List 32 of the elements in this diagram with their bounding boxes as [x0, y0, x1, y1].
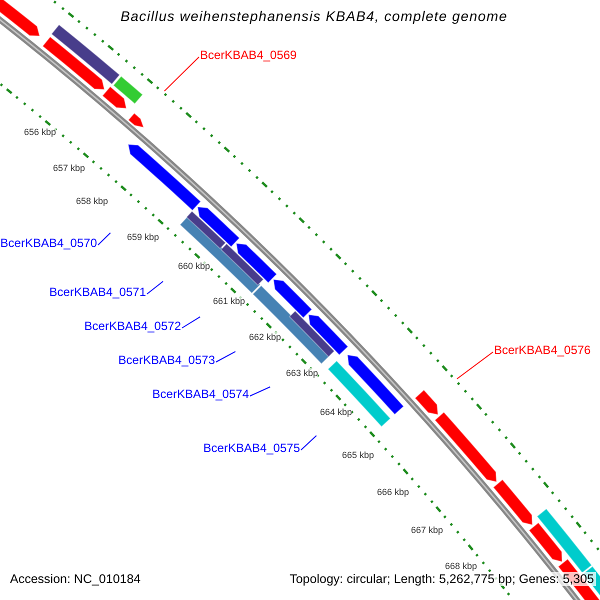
leader-line: [216, 351, 236, 362]
scale-label: 658 kbp: [76, 196, 108, 206]
leader-line: [146, 280, 164, 294]
gene-label: BcerKBAB4_0575: [203, 441, 300, 455]
scale-label: 666 kbp: [376, 487, 410, 497]
scale-label: 663 kbp: [286, 368, 318, 378]
scale-label: 662 kbp: [248, 332, 282, 342]
title: Bacillus weihenstephanensis KBAB4, complete genome: [120, 8, 508, 24]
scale-label: 659 kbp: [126, 232, 160, 242]
scale-label: 664 kbp: [320, 407, 352, 417]
gene-label: BcerKBAB4_0576: [494, 343, 591, 357]
scale-label: 660 kbp: [178, 261, 210, 271]
leader-line: [182, 316, 201, 328]
scale-label: 657 kbp: [52, 163, 86, 173]
gene-label: BcerKBAB4_0572: [84, 319, 181, 333]
gene-label: BcerKBAB4_0573: [118, 353, 215, 367]
leader-line: [250, 386, 271, 396]
leader-line: [164, 56, 200, 92]
scale-label: 668 kbp: [444, 561, 478, 571]
scale-label: 656 kbp: [24, 127, 56, 137]
genome-summary-text: Topology: circular; Length: 5,262,775 bp; Genes: 5,305: [288, 572, 596, 586]
leader-line: [300, 435, 317, 450]
scale-label: 665 kbp: [342, 450, 374, 460]
gene-label: BcerKBAB4_0574: [152, 387, 249, 401]
gene-label: BcerKBAB4_0570: [0, 236, 97, 250]
accession-text: Accession: NC_010184: [8, 572, 143, 586]
leader-line: [456, 352, 494, 380]
scale-label: 667 kbp: [410, 525, 444, 535]
gene-label: BcerKBAB4_0571: [49, 285, 146, 299]
gene-label: BcerKBAB4_0569: [200, 48, 297, 62]
leader-line: [98, 232, 111, 246]
scale-label: 661 kbp: [212, 296, 246, 306]
